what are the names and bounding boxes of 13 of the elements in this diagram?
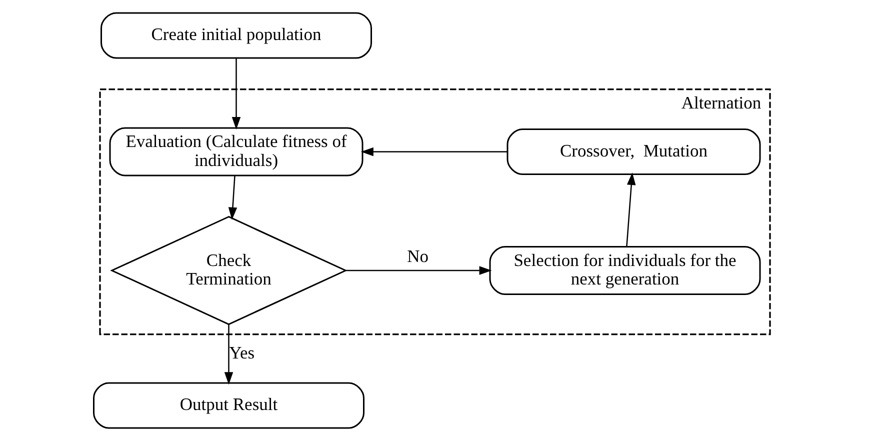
arrow <box>224 324 234 385</box>
arrow <box>232 58 241 130</box>
arrow <box>346 266 492 275</box>
node-diamond: Check Termination <box>110 216 348 326</box>
arrow <box>626 172 636 247</box>
edge-label: No <box>407 246 429 266</box>
node-box: Create initial population <box>100 12 372 59</box>
arrow <box>228 176 238 220</box>
node-box: Crossover, Mutation <box>506 128 761 175</box>
node-box: Output Result <box>93 382 364 429</box>
arrow <box>360 147 508 156</box>
node-box: Selection for individuals for the next generation <box>489 246 761 295</box>
node-box: Evaluation (Calculate fitness of individuals) <box>109 127 364 176</box>
